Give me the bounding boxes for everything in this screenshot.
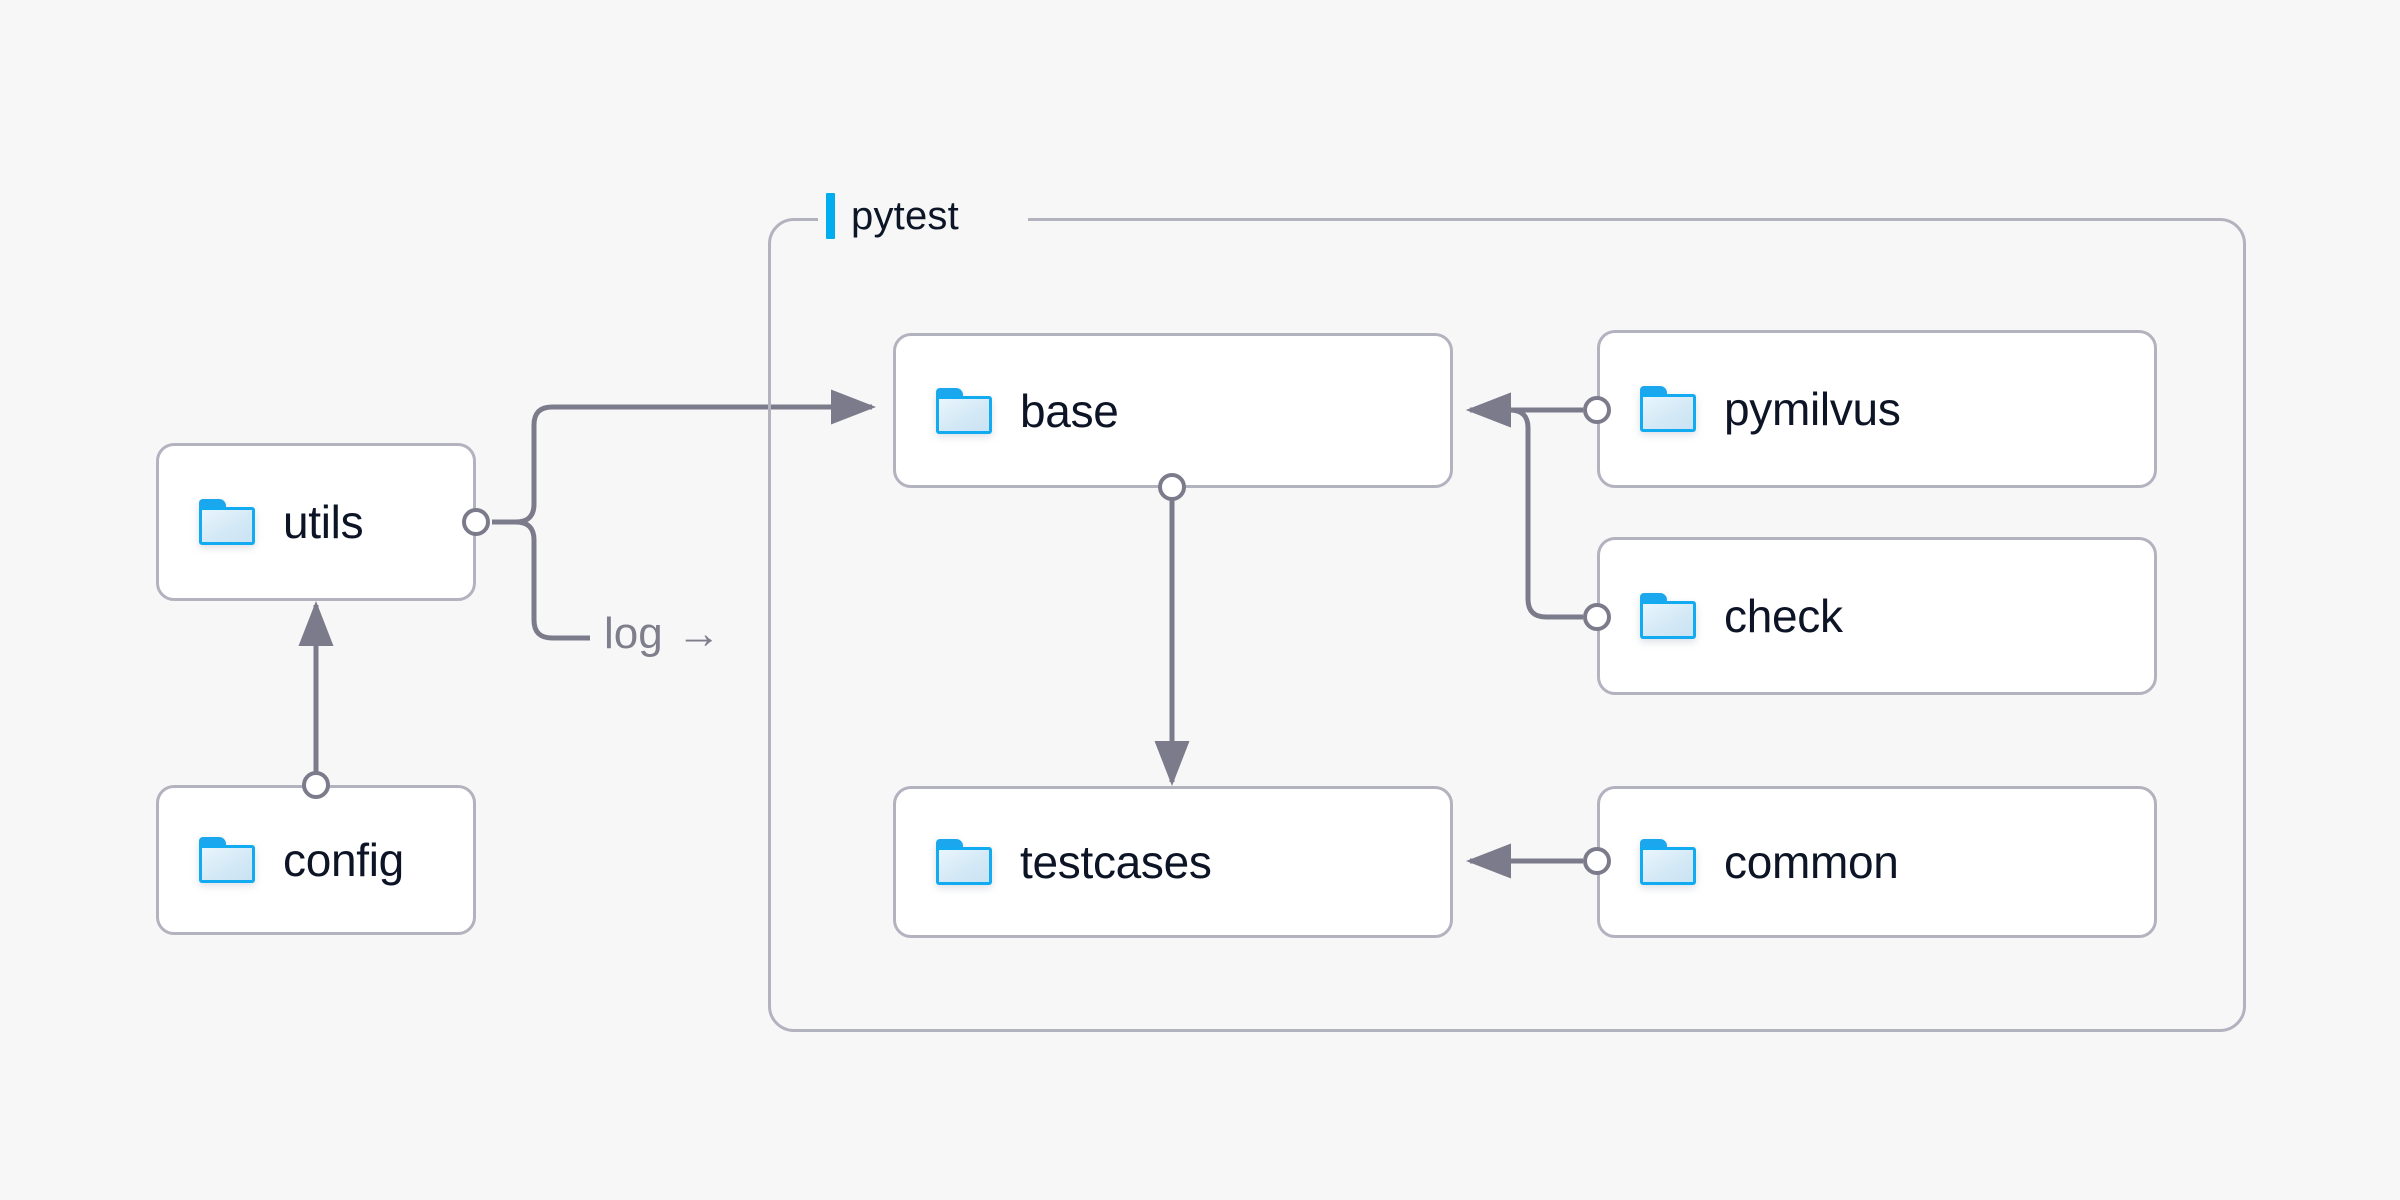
group-title: pytest: [826, 185, 959, 247]
node-label-common: common: [1724, 836, 1899, 888]
node-label-utils: utils: [283, 496, 364, 548]
group-accent-bar: [826, 193, 835, 239]
edge-label-log: log →: [604, 612, 721, 656]
group-title-label: pytest: [851, 194, 959, 238]
folder-icon: [936, 839, 992, 885]
port-config-top[interactable]: [302, 771, 330, 799]
folder-icon: [936, 387, 992, 434]
arrow-right-icon: →: [676, 609, 721, 658]
node-label-base: base: [1020, 384, 1119, 437]
group-title-backdrop: [818, 200, 1028, 238]
port-check-left[interactable]: [1583, 603, 1611, 631]
node-config[interactable]: config: [156, 785, 476, 935]
group-container-pytest: [768, 218, 2246, 1032]
folder-icon: [1640, 593, 1696, 639]
node-base[interactable]: base: [893, 333, 1453, 488]
node-common[interactable]: common: [1597, 786, 2157, 938]
folder-icon: [1640, 386, 1696, 432]
folder-icon: [199, 499, 255, 545]
folder-icon: [1640, 839, 1696, 885]
node-testcases[interactable]: testcases: [893, 786, 1453, 938]
node-label-testcases: testcases: [1020, 836, 1212, 888]
port-pymilvus-left[interactable]: [1583, 396, 1611, 424]
node-label-check: check: [1724, 590, 1843, 642]
node-label-config: config: [283, 834, 404, 886]
folder-icon: [199, 837, 255, 883]
node-check[interactable]: check: [1597, 537, 2157, 695]
port-base-bottom[interactable]: [1158, 473, 1186, 501]
node-utils[interactable]: utils: [156, 443, 476, 601]
node-pymilvus[interactable]: pymilvus: [1597, 330, 2157, 488]
edge-utils-log: [515, 519, 590, 641]
port-utils-right[interactable]: [462, 508, 490, 536]
port-common-left[interactable]: [1583, 847, 1611, 875]
edge-label-log-text: log: [604, 609, 663, 658]
node-label-pymilvus: pymilvus: [1724, 383, 1901, 435]
